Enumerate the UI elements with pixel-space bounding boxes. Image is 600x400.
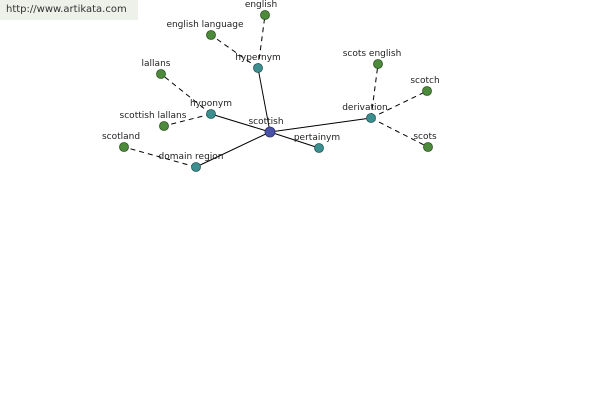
label-pertainym[interactable]: pertainym xyxy=(294,133,340,143)
node-pertainym[interactable] xyxy=(314,143,324,153)
label-derivation[interactable]: derivation xyxy=(342,103,388,113)
node-hyponym[interactable] xyxy=(206,109,216,119)
node-scots-english[interactable] xyxy=(373,59,383,69)
graph-nodes xyxy=(119,10,433,172)
node-english-language[interactable] xyxy=(206,30,216,40)
label-scots-english[interactable]: scots english xyxy=(343,49,402,59)
watermark-url[interactable]: http://www.artikata.com xyxy=(0,0,138,20)
edge-domain-region-scotland xyxy=(123,146,197,168)
graph-labels: hypernym hyponym domain region pertainym der… xyxy=(102,0,440,162)
edge-scottish-derivation xyxy=(269,117,372,133)
edge-derivation-scots xyxy=(370,117,429,148)
edge-hyponym-lallans xyxy=(160,73,212,115)
label-scots[interactable]: scots xyxy=(413,132,437,142)
edge-scottish-domain-region xyxy=(195,131,271,168)
node-derivation[interactable] xyxy=(366,113,376,123)
label-hyponym[interactable]: hyponym xyxy=(190,99,232,109)
edge-derivation-scotch xyxy=(370,90,428,119)
edge-scottish-hyponym xyxy=(210,113,271,133)
label-scotch[interactable]: scotch xyxy=(410,76,439,86)
edge-hyponym-scottish-lallans xyxy=(163,113,212,127)
label-english[interactable]: english xyxy=(245,0,277,10)
node-scottish[interactable] xyxy=(264,126,276,138)
node-scottish-lallans[interactable] xyxy=(159,121,169,131)
label-scotland[interactable]: scotland xyxy=(102,132,140,142)
node-scotch[interactable] xyxy=(422,86,432,96)
label-english-language[interactable]: english language xyxy=(166,20,244,30)
label-scottish-lallans[interactable]: scottish lallans xyxy=(120,111,187,121)
edge-scottish-pertainym xyxy=(269,131,320,149)
label-scottish[interactable]: scottish xyxy=(248,117,283,127)
node-scotland[interactable] xyxy=(119,142,129,152)
edge-hypernym-english-language xyxy=(210,34,259,69)
node-lallans[interactable] xyxy=(156,69,166,79)
node-scots[interactable] xyxy=(423,142,433,152)
node-domain-region[interactable] xyxy=(191,162,201,172)
label-lallans[interactable]: lallans xyxy=(142,59,171,69)
node-english[interactable] xyxy=(260,10,270,20)
label-domain-region[interactable]: domain region xyxy=(158,152,223,162)
node-hypernym[interactable] xyxy=(253,63,263,73)
graph-edges xyxy=(123,14,429,168)
edge-derivation-scots-english xyxy=(370,63,379,119)
label-hypernym[interactable]: hypernym xyxy=(235,53,281,63)
edge-scottish-hypernym xyxy=(257,67,271,133)
